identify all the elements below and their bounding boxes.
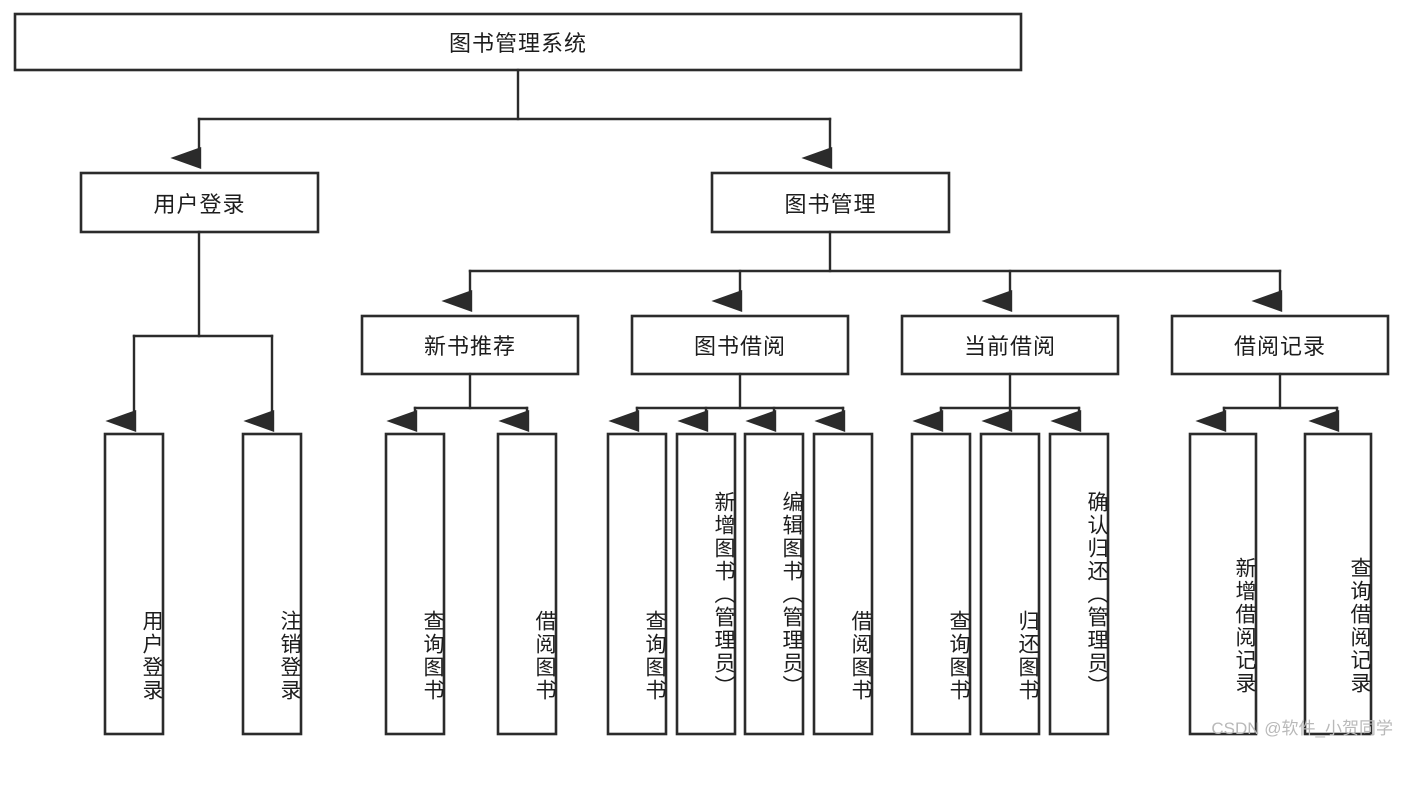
tree-diagram-svg — [13, 12, 1390, 736]
leaf-cb-confirm-box[interactable] — [1048, 432, 1110, 736]
leaf-bw-borrow-box[interactable] — [812, 432, 874, 736]
node-current-box[interactable] — [900, 314, 1120, 376]
node-book-mgmt-box[interactable] — [710, 171, 951, 234]
node-record-box[interactable] — [1170, 314, 1390, 376]
leaf-rc-query-box[interactable] — [1303, 432, 1373, 736]
leaf-rc-add-box[interactable] — [1188, 432, 1258, 736]
node-borrow-box[interactable] — [630, 314, 850, 376]
leaf-cb-return-box[interactable] — [979, 432, 1041, 736]
leaf-bw-edit-box[interactable] — [743, 432, 805, 736]
diagram-canvas: 图书管理系统 用户登录 图书管理 新书推荐 图书借阅 当前借阅 借阅记录 用户登… — [13, 12, 1393, 738]
leaf-cb-query-box[interactable] — [910, 432, 972, 736]
node-user-login-box[interactable] — [79, 171, 320, 234]
leaf-bw-add-box[interactable] — [675, 432, 737, 736]
leaf-user-login-box[interactable] — [103, 432, 165, 736]
leaf-nr-borrow-box[interactable] — [496, 432, 558, 736]
leaf-nr-query-box[interactable] — [384, 432, 446, 736]
leaf-logout-box[interactable] — [241, 432, 303, 736]
node-root-box[interactable] — [13, 12, 1023, 72]
leaf-bw-query-box[interactable] — [606, 432, 668, 736]
node-new-rec-box[interactable] — [360, 314, 580, 376]
